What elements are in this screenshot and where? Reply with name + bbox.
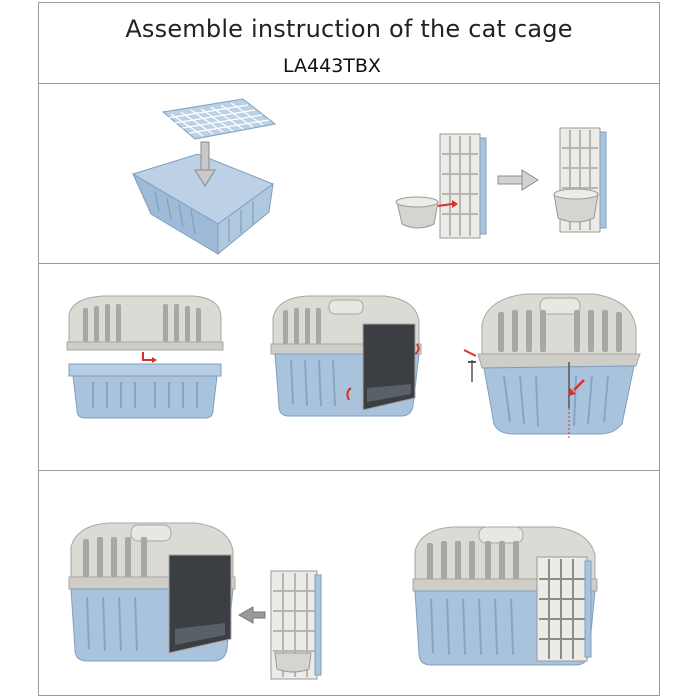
step1-base-with-grid-illustration bbox=[131, 98, 277, 256]
step3-finished-carrier-illustration bbox=[412, 526, 598, 666]
step3-attach-door-illustration bbox=[68, 522, 322, 680]
left-arrow-icon bbox=[237, 606, 266, 624]
step-row-2 bbox=[39, 264, 659, 471]
red-arrow-icon bbox=[437, 200, 458, 208]
down-arrow-icon bbox=[194, 141, 216, 187]
door-with-bowl-result bbox=[553, 127, 607, 233]
screw-icon bbox=[468, 360, 570, 438]
step2-screw-clips-illustration bbox=[463, 293, 641, 438]
step2-shell-over-base-illustration bbox=[66, 295, 224, 419]
door-panel bbox=[536, 556, 592, 662]
right-arrow-icon bbox=[497, 169, 539, 191]
door-panel bbox=[439, 133, 487, 239]
base-tray bbox=[68, 363, 222, 419]
model-number: LA443TBX bbox=[283, 55, 381, 77]
feeding-bowl bbox=[395, 196, 439, 229]
step-row-3 bbox=[39, 471, 659, 697]
step1-door-bowl-illustration bbox=[395, 127, 607, 239]
step-row-1 bbox=[39, 84, 659, 264]
assembled-carrier bbox=[68, 522, 236, 662]
instruction-sheet: Assemble instruction of the cat cage LA4… bbox=[38, 2, 660, 696]
base-tray bbox=[131, 153, 275, 256]
red-arrow-icon bbox=[142, 352, 157, 363]
top-shell bbox=[66, 295, 224, 351]
header-row: Assemble instruction of the cat cage LA4… bbox=[39, 3, 659, 84]
assembled-carrier bbox=[477, 293, 641, 435]
assembled-carrier bbox=[270, 295, 422, 417]
door-panel bbox=[270, 570, 322, 680]
step2-assembled-open-front-illustration bbox=[270, 295, 422, 417]
red-arrow-icon bbox=[346, 343, 420, 401]
page-title: Assemble instruction of the cat cage bbox=[125, 15, 573, 43]
red-arrow-icon bbox=[463, 349, 585, 396]
floor-grid bbox=[161, 98, 277, 140]
